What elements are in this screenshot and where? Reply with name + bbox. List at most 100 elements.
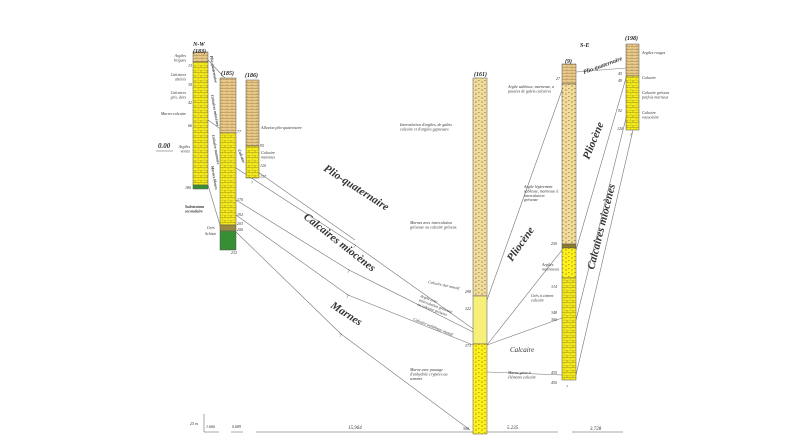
distance-label: 0.689 — [232, 424, 241, 429]
depth-label: 77 — [237, 129, 242, 134]
label-line: d'anhydrite cryptées au — [410, 371, 448, 376]
distance-label: 3.728 — [590, 427, 602, 432]
borehole-185 — [219, 77, 237, 251]
depth-label: 314 — [551, 284, 557, 289]
borehole-161-id: (161) — [474, 71, 487, 78]
label-line: éléments calcaire — [508, 374, 536, 379]
label-line: sommet — [410, 376, 423, 381]
depth-label: 232 — [231, 250, 237, 255]
borehole-198-id: (198) — [625, 35, 638, 42]
depth-label: 42 — [188, 100, 192, 105]
depth-label: 298 — [465, 289, 471, 294]
label-line: Calcaires — [171, 90, 187, 95]
depth-label: ? — [566, 384, 568, 389]
depth-label: 137 — [260, 174, 267, 179]
depth-label: 45 — [618, 71, 622, 76]
label-line: sableuse, marneuse à — [524, 188, 558, 194]
borehole-185-id: (185) — [221, 70, 234, 77]
borehole-186-id: (186) — [245, 72, 258, 79]
label-line: brigues — [174, 57, 186, 62]
correlation-lines — [207, 59, 634, 431]
depth-label: 348 — [551, 310, 557, 315]
label-line: Argiles — [178, 144, 191, 149]
formation-pliocene-2: Pliocène — [581, 120, 607, 161]
label-line: gris, durs — [171, 94, 187, 100]
distance-label: 15.964 — [348, 426, 362, 431]
question-mark: ? — [353, 245, 356, 250]
distance-label: 5.235 — [507, 426, 519, 431]
label-line: gréseuse ou calcaire gréseux. — [410, 224, 457, 229]
question-mark: ? — [339, 334, 342, 339]
depth-label: 373 — [465, 343, 471, 348]
depth-label: 27 — [556, 76, 561, 81]
question-mark: ? — [347, 270, 350, 275]
label-line: Marne grise à — [507, 370, 531, 375]
borehole-186 — [245, 79, 260, 179]
formation-label: Plio-quaternaire — [209, 55, 219, 83]
depth-label: 360 — [551, 317, 557, 322]
lith-label: Alluvion plio-quaternaire — [260, 125, 302, 130]
label-line: Marno-calcaire — [160, 111, 186, 116]
depth-label: 435 — [551, 370, 557, 375]
borehole-161 — [472, 77, 488, 435]
label-line: Intercalation d'argiles, de galets — [399, 122, 452, 128]
depth-label: 13 — [188, 63, 192, 68]
depth-label: 500 — [463, 426, 469, 431]
vertical-scale-label: 25 m — [190, 421, 198, 426]
depth-label: 206 — [237, 227, 243, 232]
formation-calcaire: Calcaire — [510, 346, 534, 354]
label-line: vacuolaire — [642, 114, 659, 119]
formation-label: Calcaire — [237, 149, 247, 164]
depth-label: 92 — [618, 108, 622, 113]
depth-label: ? — [251, 180, 253, 185]
label-line: intercalation — [524, 193, 545, 198]
lith-label: Calcaire — [642, 75, 656, 80]
label-line: Argiles — [541, 262, 554, 267]
formation-calcaires-miocenes-se: Calcaires miocènes — [585, 183, 618, 271]
formation-label: Calcaires miocènes — [210, 94, 221, 127]
formation-label: Calcaire marneux — [211, 134, 221, 164]
lith-label: Argiles rouges — [641, 50, 666, 55]
label-line: Argiles — [174, 53, 187, 58]
depth-label: 203 — [237, 221, 243, 226]
depth-label: 95 — [260, 143, 264, 148]
depth-label: 30 — [188, 82, 192, 87]
depth-label: 192 — [237, 212, 243, 217]
orientation-nw: N-W — [192, 42, 205, 48]
label-line: altérés — [175, 76, 186, 81]
label-line: secondaire — [184, 208, 203, 213]
distance-label: 1.666 — [206, 424, 215, 429]
question-mark: ? — [346, 295, 349, 300]
depth-label: 49 — [618, 78, 622, 83]
label-line: parfois marneux — [641, 94, 669, 99]
label-line: vertes — [180, 148, 190, 153]
formation-pliocene-1: Pliocène — [505, 225, 537, 264]
label-line: marneuses — [542, 266, 560, 271]
label-line: Calcaire — [261, 150, 275, 155]
label-line: gréseuse — [524, 197, 538, 202]
lith-label: Marno-calcaire — [160, 111, 186, 116]
depth-label: 120 — [260, 163, 266, 168]
label-line: Argile sableuse, marneuse, a — [507, 84, 554, 90]
label-line: calcaire — [531, 297, 544, 302]
lith-label: Calcaire dur massif — [428, 279, 461, 291]
label-line: Grès à ciment — [531, 293, 554, 298]
label-line: Substratum — [185, 204, 204, 209]
formation-label: Marnes bleues — [210, 164, 219, 190]
borehole-198 — [625, 43, 640, 131]
lith-label: Grès — [207, 225, 215, 230]
label-line: passées de galets calcaires — [507, 88, 552, 93]
